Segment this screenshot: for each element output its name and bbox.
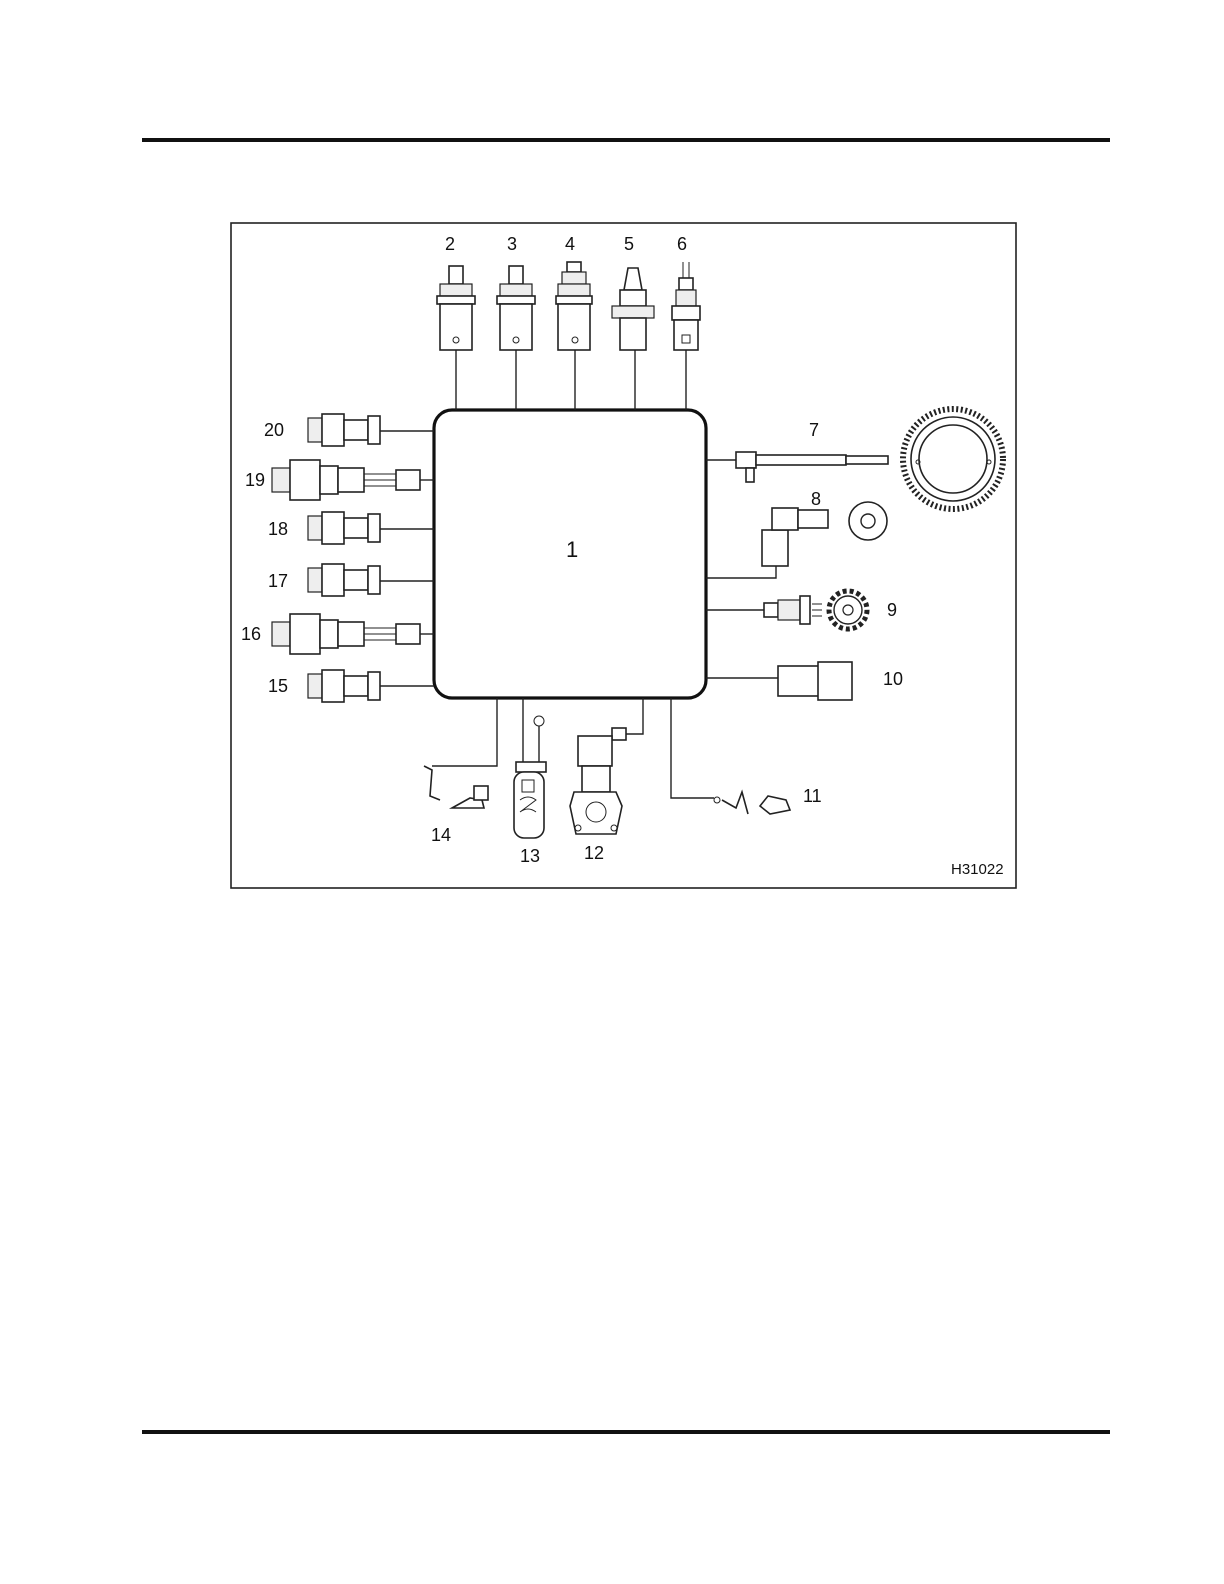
reluctor-ring <box>903 409 1003 509</box>
sensor-18 <box>308 512 434 544</box>
sensor-8 <box>706 502 887 578</box>
sensor-20 <box>308 414 434 446</box>
label-4: 4 <box>565 234 575 254</box>
label-7: 7 <box>809 420 819 440</box>
label-13: 13 <box>520 846 540 866</box>
label-3: 3 <box>507 234 517 254</box>
label-20: 20 <box>264 420 284 440</box>
sensor-4 <box>556 262 592 410</box>
label-10: 10 <box>883 669 903 689</box>
label-12: 12 <box>584 843 604 863</box>
label-6: 6 <box>677 234 687 254</box>
label-2: 2 <box>445 234 455 254</box>
sensor-6 <box>672 262 700 410</box>
label-14: 14 <box>431 825 451 845</box>
sensor-3 <box>497 266 535 410</box>
label-15: 15 <box>268 676 288 696</box>
label-5: 5 <box>624 234 634 254</box>
sensor-17 <box>308 564 434 596</box>
sensor-10 <box>706 662 852 700</box>
label-11: 11 <box>803 786 822 806</box>
component-11 <box>671 698 790 814</box>
sensor-5 <box>612 268 654 410</box>
component-14 <box>424 698 497 808</box>
label-19: 19 <box>245 470 265 490</box>
sensor-2 <box>437 266 475 410</box>
label-8: 8 <box>811 489 821 509</box>
label-16: 16 <box>241 624 261 644</box>
label-18: 18 <box>268 519 288 539</box>
label-9: 9 <box>887 600 897 620</box>
sensor-7 <box>706 452 888 482</box>
label-17: 17 <box>268 571 288 591</box>
component-13 <box>514 698 546 838</box>
sensor-19 <box>272 460 434 500</box>
sensor-15 <box>308 670 434 702</box>
label-1: 1 <box>566 537 578 562</box>
sensor-9 <box>706 591 867 629</box>
sensor-16 <box>272 614 434 654</box>
component-12 <box>570 698 643 834</box>
figure-reference: H31022 <box>951 861 1004 878</box>
